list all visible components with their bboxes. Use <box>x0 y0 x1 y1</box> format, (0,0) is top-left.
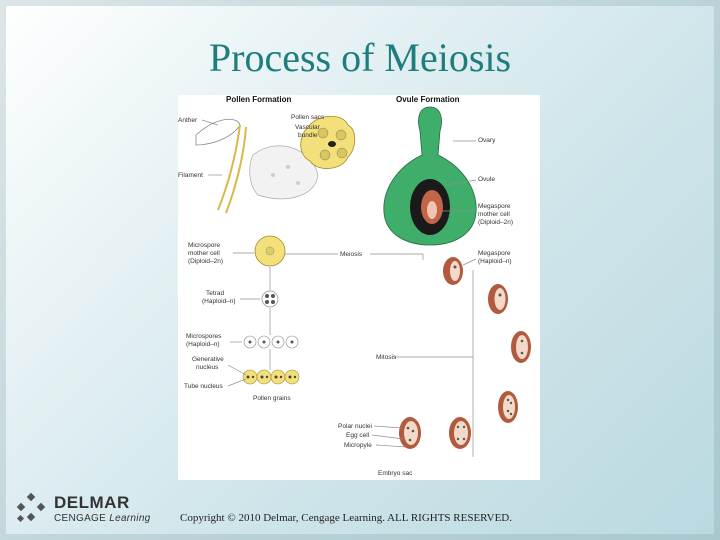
mitosis-stage-3 <box>498 391 518 423</box>
microspore-mother-label-line3: (Diploid–2n) <box>188 258 223 265</box>
cengage-logo-icon <box>16 492 46 523</box>
logo-name: DELMAR <box>54 493 130 512</box>
mitosis-stage-2 <box>511 331 531 363</box>
tube-nucleus-label: Tube nucleus <box>184 383 224 390</box>
slide-title: Process of Meiosis <box>208 35 512 80</box>
vascular-bundle-label-line1: Vascular <box>295 124 321 131</box>
megaspore-mother-label-line2: mother cell <box>478 211 510 218</box>
stamen-illustration <box>195 118 319 214</box>
microspore-nucleus <box>265 246 275 256</box>
megaspore-mother-label-line1: Megaspore <box>478 203 511 210</box>
tube-leader <box>227 378 247 387</box>
egg-cell-leader <box>371 434 404 440</box>
megaspore-label-line1: Megaspore <box>478 250 511 257</box>
ovary-label: Ovary <box>478 137 496 144</box>
meiosis-diagram: Pollen Formation Ovule Formation Anther … <box>178 95 540 480</box>
microspores-label-line2: (Haploid–n) <box>186 341 220 348</box>
megaspore-ovule <box>443 257 463 285</box>
tetrad-label-line1: Tetrad <box>206 290 224 297</box>
ovule-formation-header: Ovule Formation <box>396 95 460 104</box>
megaspore-mother-label-line3: (Diploid–2n) <box>478 219 513 226</box>
anther-label: Anther <box>178 117 198 124</box>
filament-label: Filament <box>178 172 203 179</box>
pollen-formation-header: Pollen Formation <box>226 95 291 104</box>
pollen-grains-label: Pollen grains <box>253 395 291 402</box>
logo-sub-learning: Learning <box>109 513 151 524</box>
anther-leader <box>201 119 219 126</box>
embryo-sac-mature <box>399 417 421 449</box>
polar-nuclei-label: Polar nuclei <box>338 423 372 430</box>
ovary-illustration <box>383 106 477 246</box>
generative-leader <box>227 364 247 376</box>
logo-sub-cengage: CENGAGE <box>54 513 107 524</box>
microspore-mother-label-line1: Microspore <box>188 242 221 249</box>
micropyle-leader <box>375 444 407 448</box>
logo-subtitle: CENGAGE Learning <box>54 513 151 524</box>
delmar-logo: DELMAR CENGAGE Learning <box>14 492 184 528</box>
tetrad-label-line2: (Haploid–n) <box>202 298 236 305</box>
generative-nucleus-label-line2: nucleus <box>196 364 219 371</box>
generative-nucleus-label-line1: Generative <box>192 356 224 363</box>
tetrad <box>261 290 279 308</box>
micropyle-label: Micropyle <box>344 442 372 449</box>
megaspore-label-line2: (Haploid–n) <box>478 258 512 265</box>
ovule-label: Ovule <box>478 176 495 183</box>
mitosis-label: Mitosis <box>376 354 397 361</box>
mitosis-stage-1 <box>488 284 508 314</box>
meiosis-label: Meiosis <box>340 251 363 258</box>
meiosis-diagram-svg: Pollen Formation Ovule Formation Anther … <box>178 95 531 477</box>
ovule-leader <box>445 179 477 186</box>
megaspore-leader <box>462 258 477 266</box>
microspores-label-line1: Microspores <box>186 333 222 340</box>
mitosis-stage-4 <box>449 417 471 449</box>
anther-cross-section <box>300 115 356 169</box>
vascular-bundle-label-line2: bundle <box>298 132 318 139</box>
polar-nuclei-leader <box>373 425 403 429</box>
egg-cell-label: Egg cell <box>346 432 370 439</box>
microspores-row <box>243 335 299 349</box>
pollen-grains-row <box>242 369 300 385</box>
embryo-sac-label: Embryo sac <box>378 470 413 477</box>
copyright-notice: Copyright © 2010 Delmar, Cengage Learnin… <box>180 512 512 524</box>
microspore-mother-label-line2: mother cell <box>188 250 220 257</box>
pollen-sacs-label: Pollen sacs <box>291 114 325 121</box>
